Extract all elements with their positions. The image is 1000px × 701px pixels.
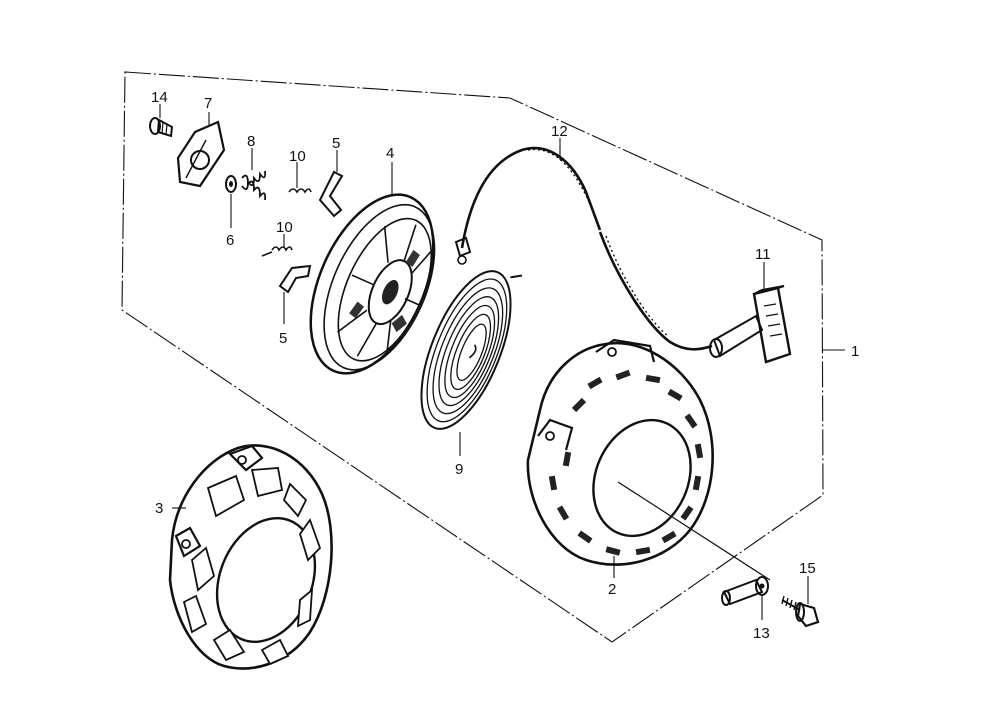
callout-13: 13 [753, 625, 770, 642]
part-6-washer [225, 175, 237, 193]
callout-11: 11 [755, 246, 771, 263]
part-5-ratchet-lower [278, 264, 312, 294]
callout-4: 4 [386, 145, 394, 162]
part-7-friction-plate [176, 120, 226, 188]
part-15-bolt [781, 595, 820, 628]
callout-9: 9 [455, 461, 463, 478]
callout-labels: 1 2 3 4 5 5 6 7 8 9 10 10 11 12 13 14 15 [151, 89, 859, 642]
callout-6: 6 [226, 232, 234, 249]
callout-12: 12 [551, 123, 568, 140]
leader-lines [159, 104, 809, 620]
callout-14: 14 [151, 89, 168, 106]
part-10-spring-upper [288, 188, 312, 194]
callout-10b: 10 [276, 219, 293, 236]
callout-5a: 5 [332, 135, 340, 152]
callout-8: 8 [247, 133, 255, 150]
part-13-bolt [721, 576, 769, 606]
part-14-bolt [149, 117, 174, 138]
assembly-frame [121, 71, 845, 643]
part-5-ratchet-upper [318, 170, 344, 218]
callout-1: 1 [851, 343, 859, 360]
callout-2: 2 [608, 581, 616, 598]
part-4-reel [309, 193, 436, 375]
part-2-recoil-case [526, 338, 771, 581]
callout-7: 7 [204, 95, 212, 112]
part-11-starter-grip [709, 285, 792, 364]
part-8-spring [241, 170, 267, 201]
part-3-fan-cover [168, 444, 333, 670]
part-9-recoil-spring [420, 270, 523, 430]
callout-15: 15 [799, 560, 816, 577]
callout-5b: 5 [279, 330, 287, 347]
callout-10a: 10 [289, 148, 306, 165]
part-10-spring-lower [261, 246, 293, 257]
callout-3: 3 [155, 500, 163, 517]
part-12-starter-rope [454, 146, 713, 351]
